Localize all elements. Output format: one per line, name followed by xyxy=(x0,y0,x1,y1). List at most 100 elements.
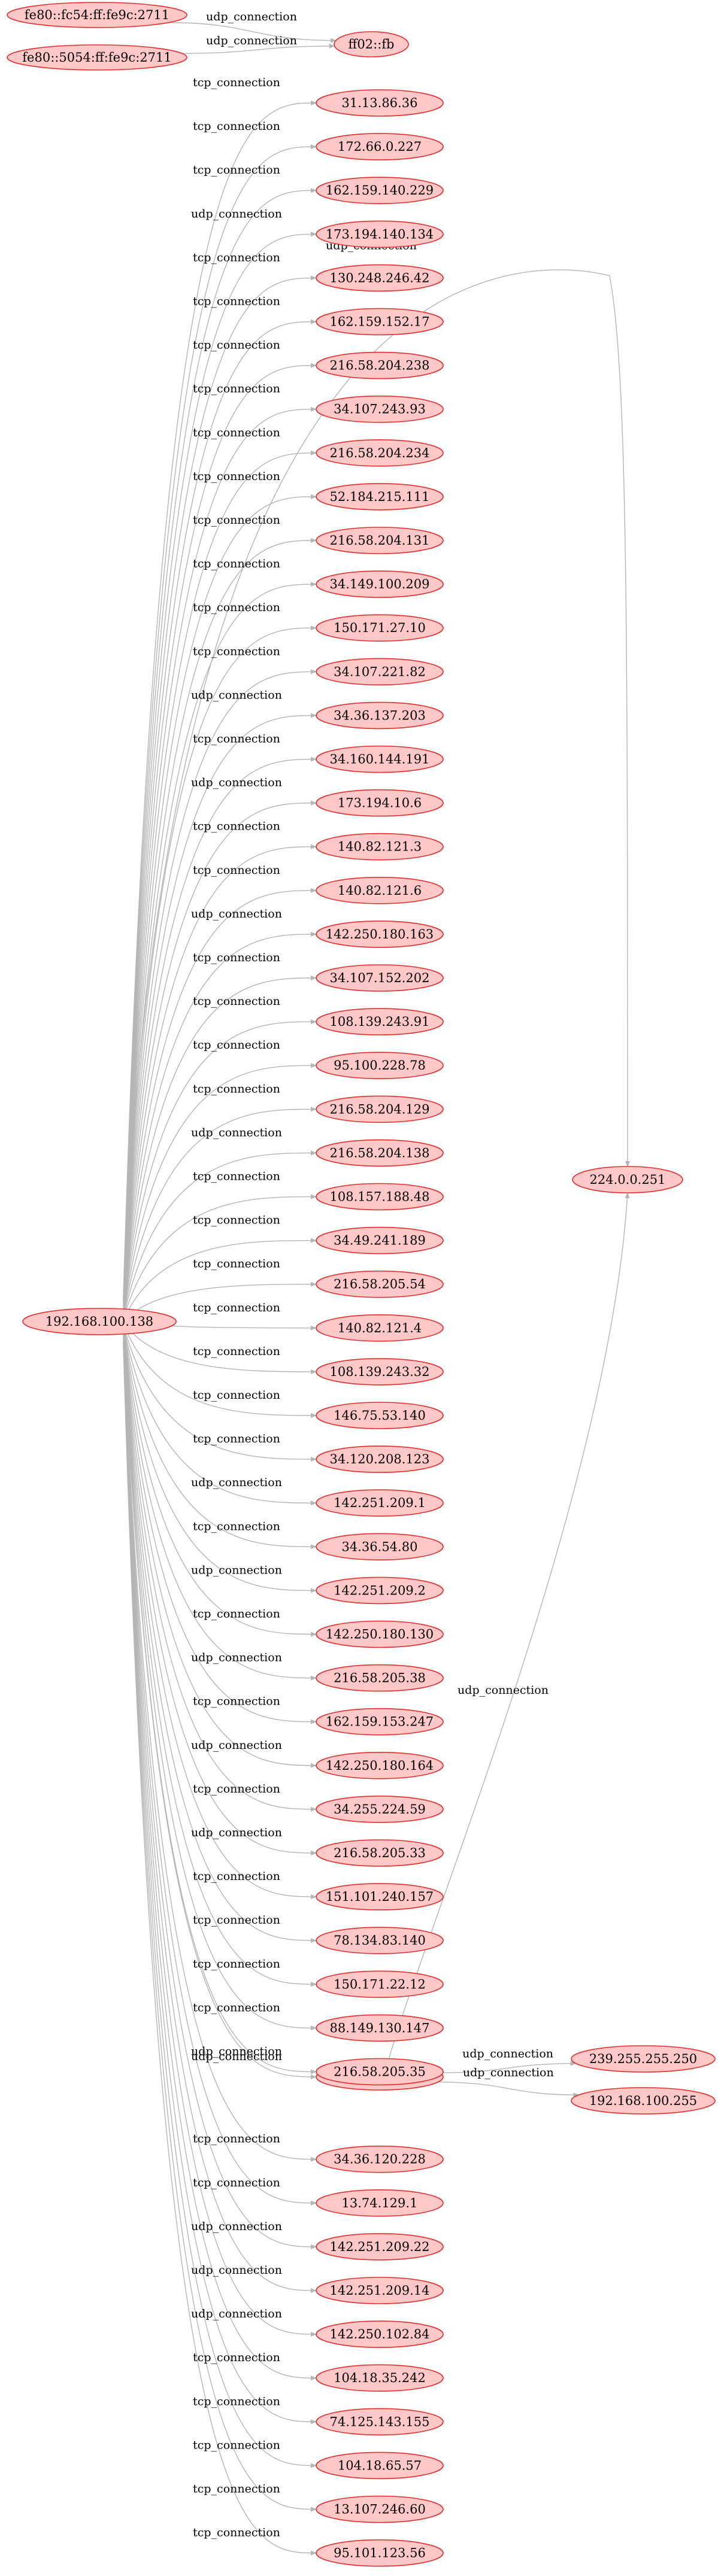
node-ellipse xyxy=(316,701,444,730)
edge-label: udp_connection xyxy=(191,907,282,921)
edge-n_src-t35 xyxy=(123,1326,317,1593)
edge-n_src-t11 xyxy=(123,538,317,1306)
node-label: 95.101.123.56 xyxy=(334,2546,426,2560)
node-n_mcast[interactable]: 224.0.0.251 xyxy=(572,1166,683,1193)
node-ellipse xyxy=(334,31,409,57)
node-t21[interactable]: 34.107.152.202 xyxy=(316,964,444,992)
node-n_bcast2[interactable]: 192.168.100.255 xyxy=(571,2087,716,2115)
node-label: 95.100.228.78 xyxy=(334,1058,426,1073)
edge-label: tcp_connection xyxy=(193,645,280,658)
node-n_bcast1[interactable]: 239.255.255.250 xyxy=(571,2045,716,2073)
node-ellipse xyxy=(316,264,444,292)
node-t52[interactable]: 104.18.35.242 xyxy=(316,2364,444,2392)
node-t34[interactable]: 34.36.54.80 xyxy=(316,1533,444,1561)
node-t35[interactable]: 142.251.209.2 xyxy=(316,1576,444,1605)
edge-n_src-t37 xyxy=(123,1328,317,1681)
edge-label: tcp_connection xyxy=(193,951,280,964)
edge-n_src-t24 xyxy=(123,1107,317,1318)
node-t54[interactable]: 104.18.65.57 xyxy=(316,2452,444,2480)
node-t7[interactable]: 216.58.204.238 xyxy=(316,351,444,379)
node-t15[interactable]: 34.36.137.203 xyxy=(316,701,444,730)
node-label: 216.58.204.131 xyxy=(330,533,430,548)
node-t4[interactable]: 173.194.140.134 xyxy=(316,220,444,248)
node-t28[interactable]: 216.58.205.54 xyxy=(316,1270,444,1298)
node-t2[interactable]: 172.66.0.227 xyxy=(316,133,444,160)
node-t44[interactable]: 150.171.22.12 xyxy=(316,1970,444,1998)
node-t20[interactable]: 142.250.180.163 xyxy=(316,921,444,948)
node-ellipse xyxy=(316,2495,444,2523)
node-t27[interactable]: 34.49.241.189 xyxy=(316,1226,444,1254)
node-label: 34.149.100.209 xyxy=(330,577,430,591)
node-n_src[interactable]: 192.168.100.138 xyxy=(22,1308,177,1335)
node-n_ll1[interactable]: fe80::fc54:ff:fe9c:2711 xyxy=(7,2,187,28)
node-t19[interactable]: 140.82.121.6 xyxy=(316,877,444,904)
edge-label: tcp_connection xyxy=(193,295,280,308)
node-t17[interactable]: 173.194.10.6 xyxy=(316,789,444,817)
node-t55[interactable]: 13.107.246.60 xyxy=(316,2495,444,2523)
node-t22[interactable]: 108.139.243.91 xyxy=(316,1008,444,1035)
node-label: 142.250.180.163 xyxy=(326,927,434,941)
node-t12[interactable]: 34.149.100.209 xyxy=(316,570,444,598)
node-t51[interactable]: 142.250.102.84 xyxy=(316,2320,444,2348)
node-label: 140.82.121.4 xyxy=(338,1321,422,1335)
node-t14[interactable]: 34.107.221.82 xyxy=(316,658,444,686)
node-t29[interactable]: 140.82.121.4 xyxy=(316,1314,444,1342)
node-t40[interactable]: 34.255.224.59 xyxy=(316,1796,444,1823)
node-t32[interactable]: 34.120.208.123 xyxy=(316,1445,444,1473)
node-ellipse xyxy=(22,1308,177,1335)
node-t26[interactable]: 108.157.188.48 xyxy=(316,1183,444,1211)
node-t38[interactable]: 162.159.153.247 xyxy=(316,1708,444,1736)
edge-n_src-t8 xyxy=(123,406,317,1304)
node-ellipse xyxy=(316,921,444,948)
node-t45[interactable]: 88.149.130.147 xyxy=(316,2014,444,2042)
node-t24[interactable]: 216.58.204.129 xyxy=(316,1095,444,1123)
edge-label: tcp_connection xyxy=(193,382,280,396)
edge-label: tcp_connection xyxy=(193,2133,280,2146)
node-t53[interactable]: 74.125.143.155 xyxy=(316,2408,444,2436)
node-ellipse xyxy=(316,308,444,336)
node-t25[interactable]: 216.58.204.138 xyxy=(316,1139,444,1167)
node-t10[interactable]: 52.184.215.111 xyxy=(316,483,444,511)
node-ellipse xyxy=(316,1796,444,1823)
node-t47[interactable]: 34.36.120.228 xyxy=(316,2145,444,2173)
node-label: 192.168.100.255 xyxy=(589,2094,697,2108)
edge-label: tcp_connection xyxy=(193,426,280,439)
node-t36[interactable]: 142.250.180.130 xyxy=(316,1620,444,1648)
node-t5[interactable]: 130.248.246.42 xyxy=(316,264,444,292)
node-t9[interactable]: 216.58.204.234 xyxy=(316,439,444,467)
node-t3[interactable]: 162.159.140.229 xyxy=(316,177,444,205)
node-t16[interactable]: 34.160.144.191 xyxy=(316,745,444,773)
node-t39[interactable]: 142.250.180.164 xyxy=(316,1752,444,1779)
node-t42[interactable]: 151.101.240.157 xyxy=(316,1883,444,1910)
node-t1[interactable]: 31.13.86.36 xyxy=(316,89,444,117)
edge-n_src-t56 xyxy=(123,1346,317,2556)
edge-n_src-t47 xyxy=(123,1338,317,2162)
node-t56[interactable]: 95.101.123.56 xyxy=(316,2539,444,2567)
node-t13[interactable]: 150.171.27.10 xyxy=(316,614,444,642)
node-t46[interactable]: 216.58.205.35 xyxy=(316,2058,444,2086)
node-label: ff02::fb xyxy=(348,37,394,51)
node-n_ll2[interactable]: fe80::5054:ff:fe9c:2711 xyxy=(7,44,187,71)
node-t33[interactable]: 142.251.209.1 xyxy=(316,1489,444,1517)
node-t23[interactable]: 95.100.228.78 xyxy=(316,1052,444,1079)
node-label: 34.36.54.80 xyxy=(342,1539,418,1554)
node-ellipse xyxy=(316,1927,444,1954)
node-t31[interactable]: 146.75.53.140 xyxy=(316,1402,444,1429)
edge-n_src-t25 xyxy=(123,1150,317,1319)
node-t49[interactable]: 142.251.209.22 xyxy=(316,2233,444,2261)
node-t18[interactable]: 140.82.121.3 xyxy=(316,833,444,861)
node-label: 13.74.129.1 xyxy=(342,2196,418,2210)
node-t48[interactable]: 13.74.129.1 xyxy=(316,2189,444,2217)
node-t43[interactable]: 78.134.83.140 xyxy=(316,1927,444,1954)
node-n_ff02[interactable]: ff02::fb xyxy=(334,31,409,57)
node-t41[interactable]: 216.58.205.33 xyxy=(316,1839,444,1867)
node-t8[interactable]: 34.107.243.93 xyxy=(316,395,444,423)
node-t37[interactable]: 216.58.205.38 xyxy=(316,1664,444,1692)
node-t30[interactable]: 108.139.243.32 xyxy=(316,1358,444,1386)
node-ellipse xyxy=(316,1402,444,1429)
node-t50[interactable]: 142.251.209.14 xyxy=(316,2277,444,2304)
edge-label: tcp_connection xyxy=(193,1520,280,1533)
node-t6[interactable]: 162.159.152.17 xyxy=(316,308,444,336)
node-t11[interactable]: 216.58.204.131 xyxy=(316,527,444,554)
